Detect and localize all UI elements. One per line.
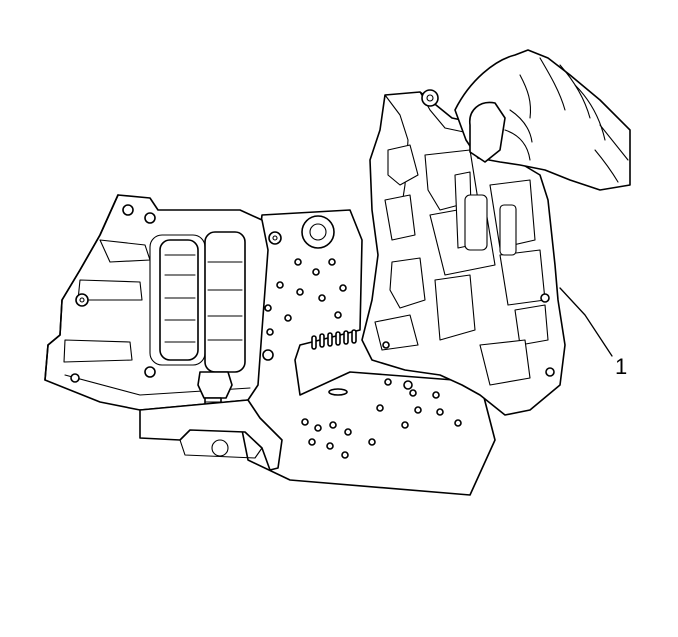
callout-1-label: 1 <box>615 354 628 379</box>
lower-valve-body <box>44 194 283 471</box>
callout-1-leader <box>559 287 613 357</box>
upper-valve-body <box>361 89 566 416</box>
technician-hand <box>454 49 631 191</box>
spacer-plate <box>237 209 496 496</box>
